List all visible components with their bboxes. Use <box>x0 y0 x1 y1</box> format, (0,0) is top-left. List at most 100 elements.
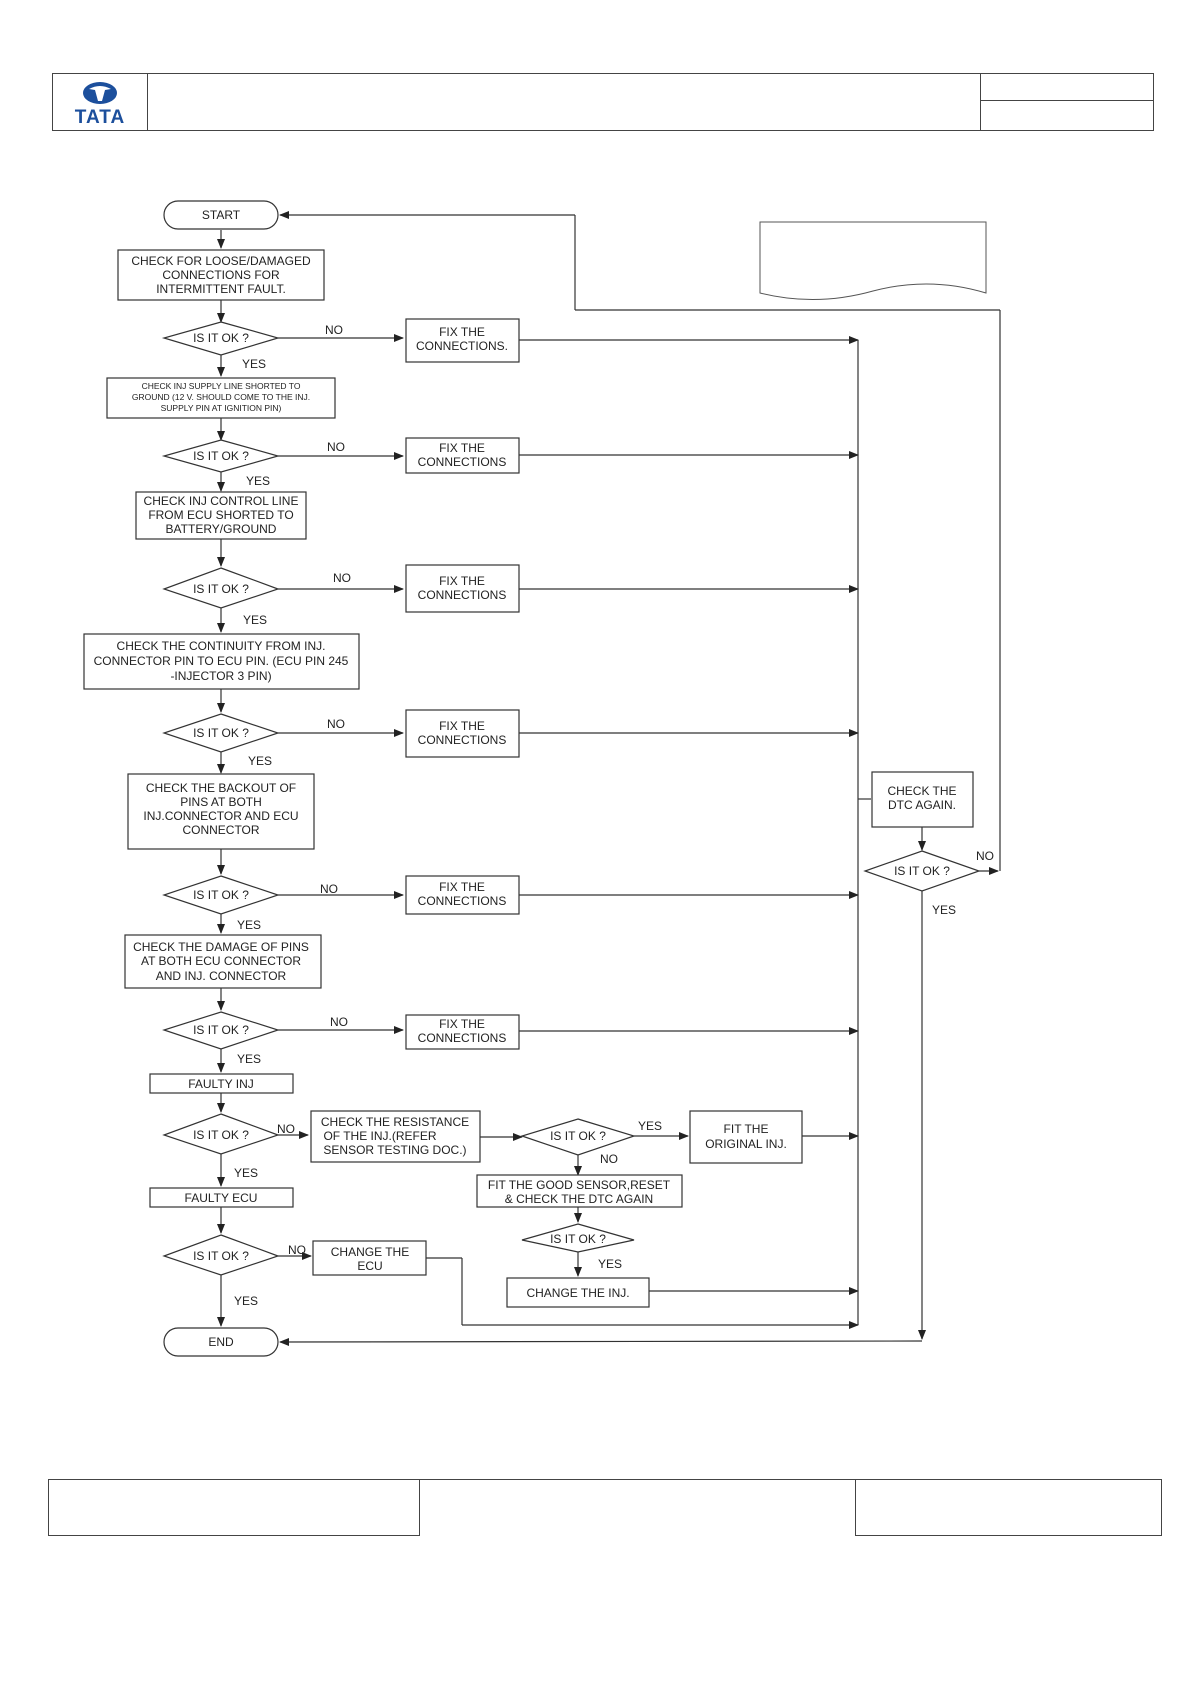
resistance-line: CHECK THE RESISTANCE <box>321 1115 469 1129</box>
decision-2 <box>161 439 281 473</box>
document-header: TATA <box>52 73 1154 131</box>
step5-line: INJ.CONNECTOR AND ECU <box>143 809 298 823</box>
step4-line: CHECK THE CONTINUITY FROM INJ. <box>117 639 326 653</box>
step1-line: CHECK FOR LOOSE/DAMAGED <box>131 254 311 268</box>
resistance-line: OF THE INJ.(REFER <box>323 1129 436 1143</box>
fit-good-sensor-line: FIT THE GOOD SENSOR,RESET <box>488 1178 671 1192</box>
fit-good-sensor-box <box>476 1174 683 1208</box>
fix5-line: CONNECTIONS <box>418 894 507 908</box>
fix2-line: CONNECTIONS <box>418 455 507 469</box>
no-label: NO <box>320 882 338 896</box>
decision-8 <box>162 1234 280 1276</box>
decision-sensor <box>521 1223 635 1253</box>
fix4-line: FIX THE <box>439 719 485 733</box>
end-terminal <box>163 1327 279 1357</box>
step-check-backout <box>127 773 315 850</box>
fix5-line: FIX THE <box>439 880 485 894</box>
faulty-inj-box <box>149 1073 294 1094</box>
tata-logo-text: TATA <box>75 107 125 128</box>
decision-8-label: IS IT OK ? <box>193 1249 249 1263</box>
step-check-supply-line <box>106 377 336 419</box>
fix-box-6 <box>405 1014 520 1050</box>
footer-box-right <box>855 1479 1162 1536</box>
decision-3 <box>162 567 280 609</box>
no-label: NO <box>288 1243 306 1257</box>
header-right-cell <box>980 74 1153 130</box>
fix-box-1 <box>405 318 520 363</box>
check-dtc-line: DTC AGAIN. <box>888 798 956 812</box>
step6-line: CHECK THE DAMAGE OF PINS <box>133 940 309 954</box>
fix6-line: CONNECTIONS <box>418 1031 507 1045</box>
step2-line: GROUND (12 V. SHOULD COME TO THE INJ. <box>132 392 310 402</box>
fix1-line: FIX THE <box>439 325 485 339</box>
change-inj-label: CHANGE THE INJ. <box>526 1286 629 1300</box>
fit-original-inj-box <box>689 1110 803 1164</box>
decision-resistance <box>520 1118 636 1156</box>
decision-6 <box>162 1011 280 1050</box>
check-resistance-box <box>310 1110 481 1163</box>
step-check-control-line <box>135 491 307 540</box>
change-ecu-box <box>312 1240 427 1276</box>
decision-labels: IS IT OK ? IS IT OK ? IS IT OK ? IS IT O… <box>193 331 950 1263</box>
yes-label: YES <box>932 903 956 917</box>
decision-5 <box>162 875 280 915</box>
step6-line: AND INJ. CONNECTOR <box>156 969 287 983</box>
yes-label: YES <box>242 357 266 371</box>
change-ecu-line: CHANGE THE <box>331 1245 409 1259</box>
yes-label: YES <box>237 918 261 932</box>
decision-dtc-label: IS IT OK ? <box>894 864 950 878</box>
decision-5-label: IS IT OK ? <box>193 888 249 902</box>
no-label: NO <box>327 440 345 454</box>
fix1-line: CONNECTIONS. <box>416 339 508 353</box>
decision-7 <box>162 1113 280 1155</box>
no-label: NO <box>277 1122 295 1136</box>
yes-label: YES <box>246 474 270 488</box>
no-label: NO <box>325 323 343 337</box>
no-label: NO <box>600 1152 618 1166</box>
decision-7-label: IS IT OK ? <box>193 1128 249 1142</box>
yes-label: YES <box>243 613 267 627</box>
process-labels: CHECK FOR LOOSE/DAMAGED CONNECTIONS FOR … <box>94 254 957 1300</box>
end-label: END <box>208 1335 234 1349</box>
start-label: START <box>202 208 241 222</box>
yes-label: YES <box>638 1119 662 1133</box>
step1-line: CONNECTIONS FOR <box>162 268 280 282</box>
check-dtc-again-box <box>871 771 974 828</box>
no-label: NO <box>976 849 994 863</box>
fix3-line: FIX THE <box>439 574 485 588</box>
decision-1 <box>161 321 281 356</box>
logo-cell: TATA <box>53 74 148 130</box>
yes-label: YES <box>234 1166 258 1180</box>
faulty-inj-label: FAULTY INJ <box>188 1077 254 1091</box>
fix4-line: CONNECTIONS <box>418 733 507 747</box>
step-check-pin-damage <box>124 934 322 989</box>
tata-logo-t-mark <box>89 86 111 101</box>
step-check-continuity <box>83 633 360 690</box>
step3-line: CHECK INJ CONTROL LINE <box>144 494 299 508</box>
header-divider <box>981 100 1153 101</box>
decision-2-label: IS IT OK ? <box>193 449 249 463</box>
yes-label: YES <box>234 1294 258 1308</box>
branch-labels: YES YES YES YES YES YES YES YES YES YES … <box>234 323 994 1308</box>
resistance-line: SENSOR TESTING DOC.) <box>323 1143 466 1157</box>
step1-line: INTERMITTENT FAULT. <box>156 282 286 296</box>
footer-box-left <box>48 1479 420 1536</box>
change-ecu-line: ECU <box>357 1259 382 1273</box>
connector-lines <box>217 211 1001 1346</box>
step5-line: PINS AT BOTH <box>180 795 262 809</box>
fit-original-line: ORIGINAL INJ. <box>705 1137 787 1151</box>
flow-shapes <box>83 200 981 1357</box>
yes-label: YES <box>598 1257 622 1271</box>
decision-resistance-label: IS IT OK ? <box>550 1129 606 1143</box>
fix2-line: FIX THE <box>439 441 485 455</box>
start-terminal <box>163 200 279 230</box>
step2-line: CHECK INJ SUPPLY LINE SHORTED TO <box>142 381 301 391</box>
fit-original-line: FIT THE <box>724 1122 769 1136</box>
step5-line: CHECK THE BACKOUT OF <box>146 781 296 795</box>
decision-dtc <box>863 850 981 892</box>
step5-line: CONNECTOR <box>182 823 259 837</box>
check-dtc-line: CHECK THE <box>887 784 956 798</box>
step3-line: BATTERY/GROUND <box>166 522 277 536</box>
no-label: NO <box>330 1015 348 1029</box>
